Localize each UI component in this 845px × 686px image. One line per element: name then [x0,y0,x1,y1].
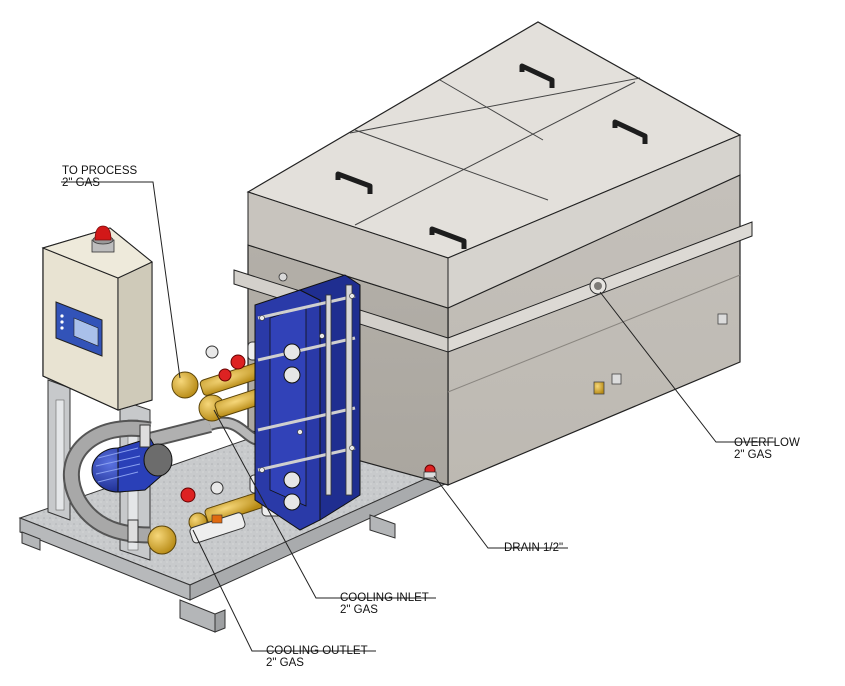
plate-heat-exchanger [254,274,361,531]
callout-overflow: OVERFLOW 2" GAS [734,437,800,461]
callout-cooling-inlet: COOLING INLET 2" GAS [340,592,429,616]
callout-to-process-line2: 2" GAS [62,177,100,189]
leader-cooling-outlet [192,529,376,652]
callout-to-process: TO PROCESS 2" GAS [62,165,137,189]
callout-drain: DRAIN 1/2" [504,542,563,554]
callout-overflow-line2: 2" GAS [734,449,772,461]
callout-cooling-outlet-line2: 2" GAS [266,657,304,669]
lid-handles [335,63,648,249]
leader-overflow [599,291,775,443]
callout-cooling-inlet-line1: COOLING INLET [340,592,429,604]
callout-overflow-line1: OVERFLOW [734,437,800,449]
callout-cooling-outlet: COOLING OUTLET 2" GAS [266,645,368,669]
callout-cooling-inlet-line2: 2" GAS [340,604,378,616]
leader-lines [61,181,775,652]
callout-cooling-outlet-line1: COOLING OUTLET [266,645,368,657]
leader-cooling-inlet [213,409,436,599]
leader-drain [433,475,568,549]
leader-to-process [61,181,181,379]
callout-drain-line1: DRAIN 1/2" [504,542,564,554]
callout-to-process-line1: TO PROCESS [62,165,138,177]
